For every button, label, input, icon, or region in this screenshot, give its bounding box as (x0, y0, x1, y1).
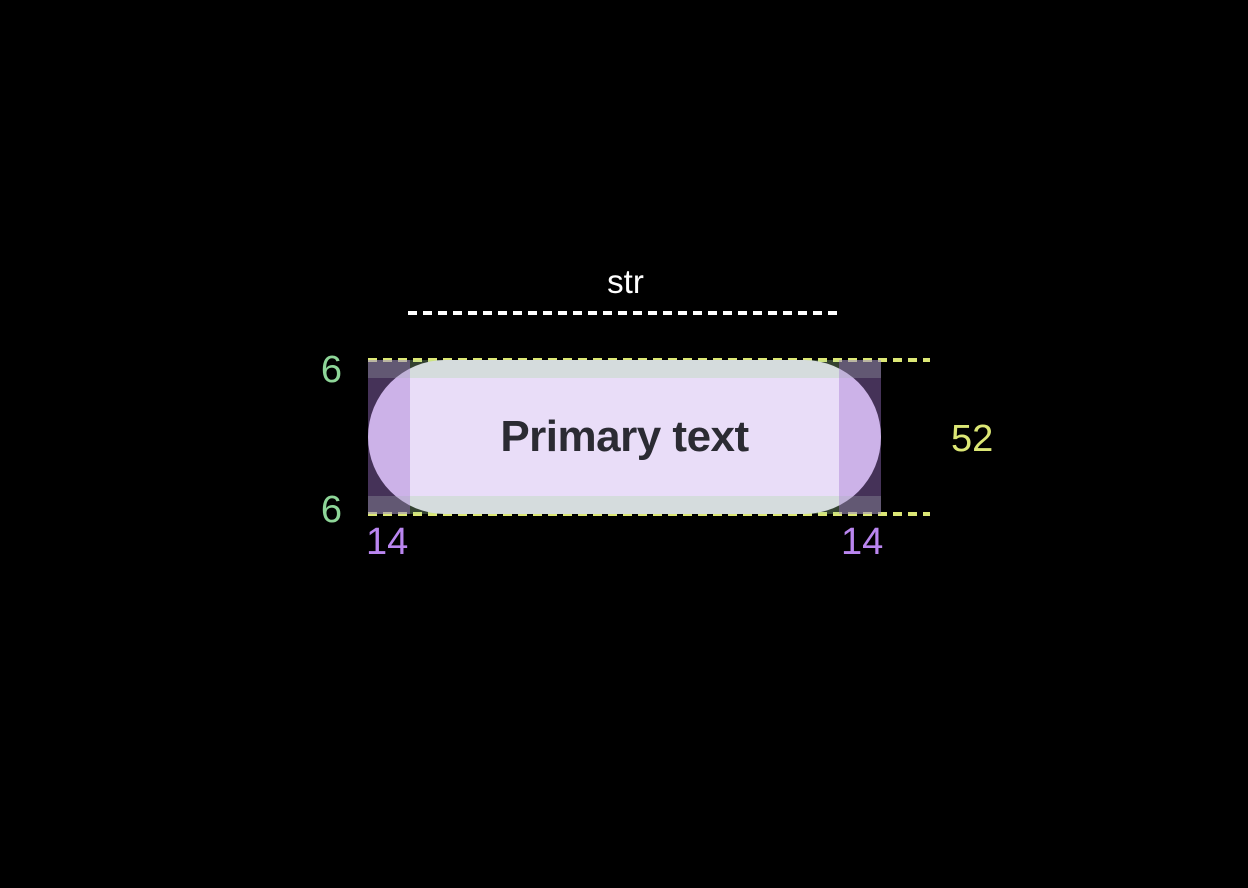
string-width-label: str (607, 263, 644, 300)
padding-right-overlay (839, 360, 881, 514)
padding-bottom-measurement: 6 (320, 489, 342, 531)
padding-top-overlay (368, 360, 881, 378)
padding-right-measurement: 14 (841, 521, 884, 563)
padding-left-measurement: 14 (366, 521, 409, 563)
padding-bottom-overlay (368, 496, 881, 514)
padding-top-measurement: 6 (320, 349, 342, 391)
string-width-dotted-line (408, 311, 843, 315)
padding-left-overlay (368, 360, 410, 514)
primary-button-label: Primary text (500, 412, 749, 461)
button-height-measurement: 52 (951, 418, 994, 460)
primary-button[interactable]: Primary text (368, 360, 881, 514)
bottom-dimension-dashed-line (368, 512, 930, 516)
